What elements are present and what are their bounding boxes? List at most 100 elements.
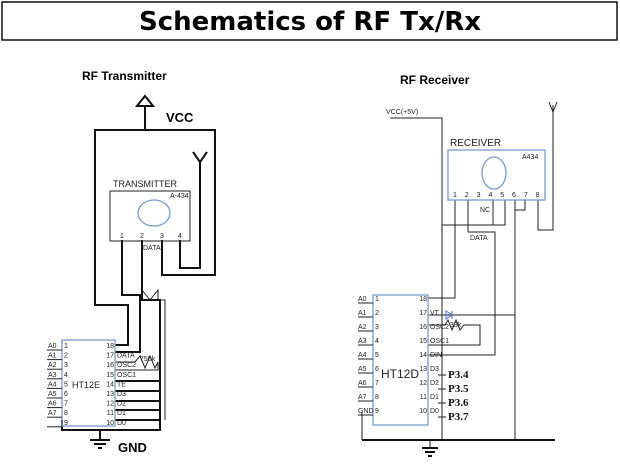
pin-number: 17 (106, 353, 114, 360)
pin-number: 14 (106, 381, 114, 388)
pin-name: A2 (358, 324, 367, 331)
tx-data-label: DATA (143, 245, 161, 252)
pin-number: 18 (419, 296, 427, 303)
antenna-icon (192, 151, 208, 163)
pin-number: 16 (106, 362, 114, 369)
ht12d-label: HT12D (381, 367, 419, 381)
pin-number: 6 (64, 391, 68, 398)
rx-module-pin: 3 (477, 192, 481, 199)
pin-number: 8 (64, 410, 68, 417)
pin-name: A7 (48, 410, 57, 417)
pin-name: OSC2 (117, 362, 136, 369)
ht12e-label: HT12E (72, 380, 100, 390)
ht12e-chip (61, 339, 116, 427)
tx-module-pin: 4 (178, 233, 182, 240)
pin-number: 5 (64, 381, 68, 388)
ht12d-chip (372, 294, 429, 426)
pin-name: D3 (117, 391, 126, 398)
pin-name: A4 (48, 381, 57, 388)
rx-module-pin: 7 (524, 192, 528, 199)
pin-name: A3 (48, 372, 57, 379)
port-label: P3.4 (448, 369, 469, 381)
tx-module-pin: 3 (160, 233, 164, 240)
rx-antenna-icon (548, 101, 558, 113)
tx-wires (61, 129, 216, 440)
pin-name: A4 (358, 352, 367, 359)
pin-name: D2 (430, 380, 439, 387)
pin-name: DATA (117, 353, 135, 360)
pin-number: 3 (64, 362, 68, 369)
pin-name: OSC1 (117, 372, 136, 379)
pin-name: OSC2 (430, 324, 449, 331)
pin-name: TE (117, 381, 126, 388)
vcc-arrow-icon (134, 94, 156, 130)
pin-number: 8 (375, 394, 379, 401)
title-box (1, 1, 618, 41)
rx-module-crystal-icon (481, 156, 507, 190)
ground-icon (90, 439, 110, 449)
rx-data-label: DATA (470, 235, 488, 242)
pin-number: 2 (375, 310, 379, 317)
tx-resistor-icon (115, 354, 159, 371)
pin-name: D1 (117, 410, 126, 417)
rx-module-pin: 1 (453, 192, 457, 199)
pin-number: 15 (419, 338, 427, 345)
rx-module-label: RECEIVER (450, 138, 501, 149)
pin-name: A6 (358, 380, 367, 387)
port-label: P3.7 (448, 411, 469, 423)
pin-number: 7 (64, 401, 68, 408)
tx-module (109, 190, 191, 242)
rx-module-pin: 4 (488, 192, 492, 199)
pin-name: A1 (358, 310, 367, 317)
rx-ground-icon (422, 447, 438, 457)
pin-name: A0 (358, 296, 367, 303)
pin-number: 3 (375, 324, 379, 331)
pin-number: 13 (106, 391, 114, 398)
pin-number: 7 (375, 380, 379, 387)
rx-nc-label: NC (480, 207, 490, 214)
pin-number: 9 (64, 420, 68, 427)
led-icon (445, 310, 453, 320)
rx-module-pin: 6 (512, 192, 516, 199)
rx-vcc-label: VCC(+5V) (386, 109, 418, 116)
rx-resistor-label: 33k (450, 322, 462, 329)
pin-name: GND (358, 408, 374, 415)
pin-number: 10 (106, 420, 114, 427)
tx-module-crystal-icon (137, 199, 171, 227)
pin-number: 17 (419, 310, 427, 317)
pin-number: 15 (106, 372, 114, 379)
pin-number: 1 (64, 343, 68, 350)
pin-number: 9 (375, 408, 379, 415)
tx-module-part: A-434 (170, 193, 189, 200)
tx-module-pin: 2 (140, 233, 144, 240)
rx-module-pin: 8 (536, 192, 540, 199)
pin-number: 11 (107, 410, 114, 417)
rx-module (447, 149, 546, 201)
rx-wires (361, 105, 555, 448)
title: Schematics of RF Tx/Rx (139, 7, 481, 37)
pin-number: 11 (420, 394, 427, 401)
receiver-heading: RF Receiver (400, 73, 470, 87)
pin-name: D3 (430, 366, 439, 373)
pin-name: A1 (48, 353, 57, 360)
pin-name: A5 (358, 366, 367, 373)
pin-name: A0 (48, 343, 57, 350)
pin-name: A5 (48, 391, 57, 398)
pin-number: 10 (419, 408, 427, 415)
pin-number: 12 (419, 380, 427, 387)
pin-number: 12 (106, 401, 114, 408)
rx-resistor-icon (428, 318, 481, 346)
tx-gnd-label: GND (118, 440, 147, 455)
pin-number: 4 (64, 372, 68, 379)
tx-vcc-label: VCC (166, 110, 194, 125)
pin-name: D1 (430, 394, 439, 401)
pin-number: 1 (375, 296, 379, 303)
pin-number: 16 (419, 324, 427, 331)
pin-name: A6 (48, 401, 57, 408)
pin-name: D2 (117, 401, 126, 408)
pin-number: 5 (375, 352, 379, 359)
pin-name: DIN (430, 352, 442, 359)
pin-number: 14 (419, 352, 427, 359)
